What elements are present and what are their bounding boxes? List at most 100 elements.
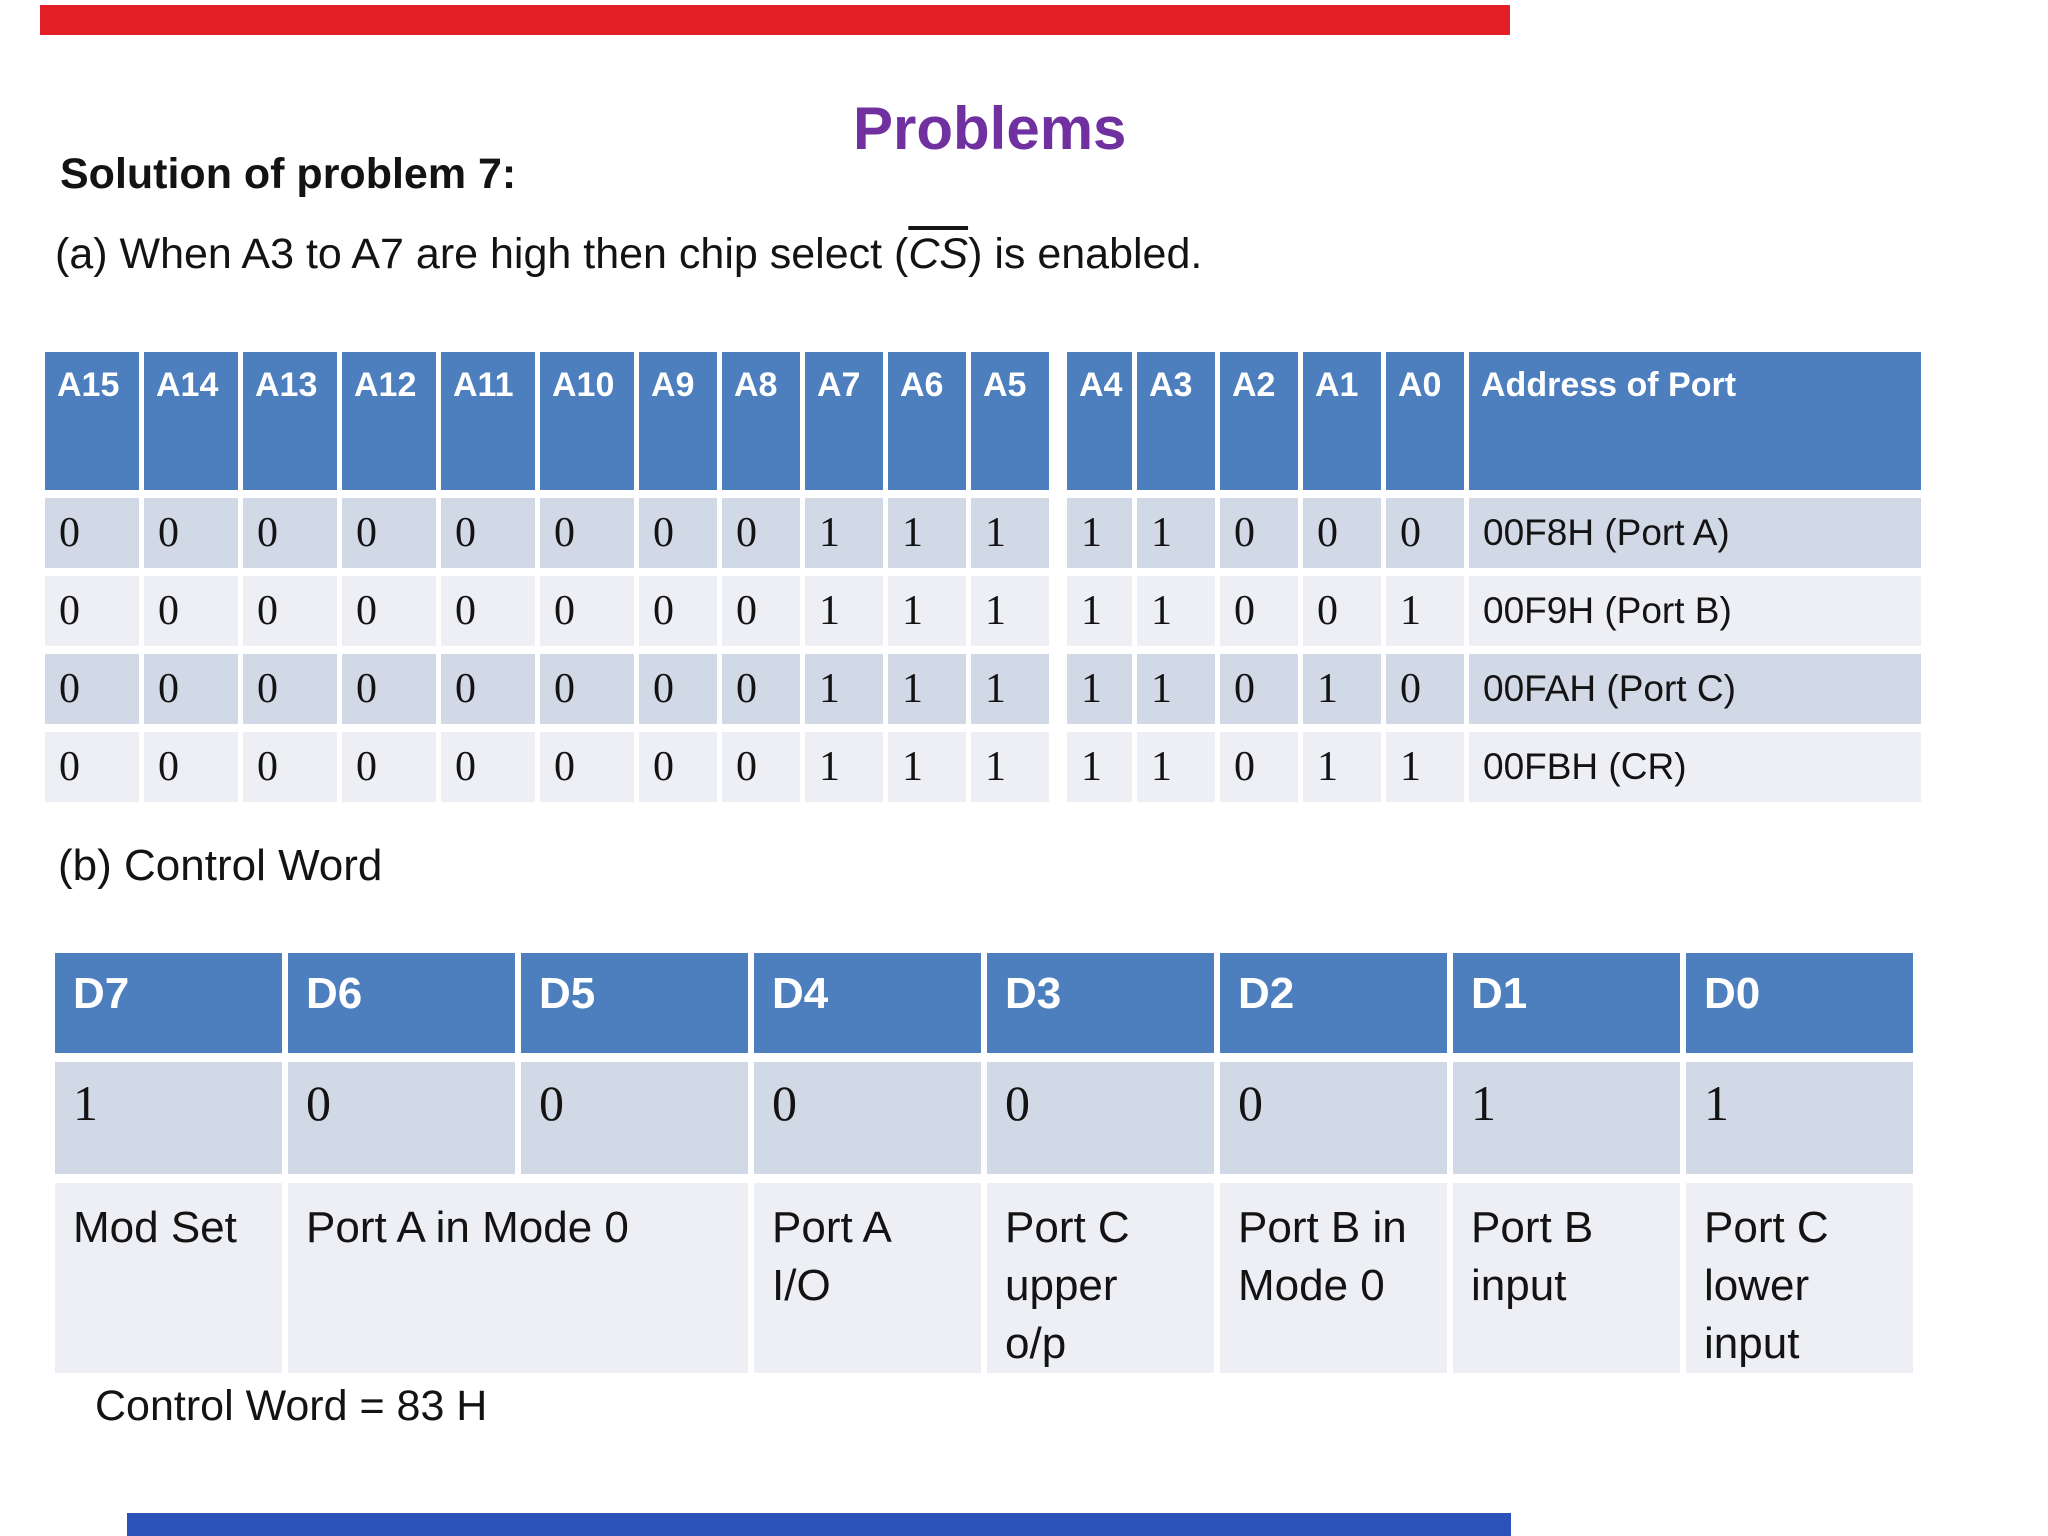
bit-cell: 1 (1303, 654, 1381, 724)
bit-cell: 0 (1220, 732, 1298, 802)
address-cell: 00F8H (Port A) (1469, 498, 1921, 568)
bit-cell: 1 (1137, 654, 1215, 724)
bit-cell: 0 (639, 576, 717, 646)
control-bit-label-cell: Mod Set (55, 1183, 282, 1374)
d-bit-column-header: D6 (288, 953, 515, 1053)
bit-cell: 0 (1303, 576, 1381, 646)
bit-cell: 0 (342, 498, 436, 568)
bit-column-header: A7 (805, 352, 883, 490)
bit-cell: 0 (441, 654, 535, 724)
bit-cell: 1 (1137, 498, 1215, 568)
d-bit-column-header: D4 (754, 953, 981, 1053)
bit-cell: 0 (722, 654, 800, 724)
bit-cell: 0 (441, 732, 535, 802)
bit-cell: 0 (540, 498, 634, 568)
bit-cell: 0 (639, 654, 717, 724)
bit-cell: 0 (45, 732, 139, 802)
chip-select-overline: CS (908, 230, 969, 278)
bit-cell: 1 (888, 732, 966, 802)
bit-cell: 1 (1137, 576, 1215, 646)
bit-cell: 0 (540, 576, 634, 646)
control-bit-value-cell: 1 (1453, 1062, 1680, 1174)
bit-cell: 0 (45, 498, 139, 568)
d-bit-column-header: D3 (987, 953, 1214, 1053)
address-cell: 00F9H (Port B) (1469, 576, 1921, 646)
control-bit-label-cell: Port A in Mode 0 (288, 1183, 748, 1374)
bit-column-header: A4 (1054, 352, 1132, 490)
bit-cell: 0 (1303, 498, 1381, 568)
control-bit-value-cell: 1 (55, 1062, 282, 1174)
bit-cell: 1 (1054, 654, 1132, 724)
bit-column-header: A1 (1303, 352, 1381, 490)
bit-cell: 1 (1303, 732, 1381, 802)
bit-column-header: A15 (45, 352, 139, 490)
bit-cell: 1 (805, 732, 883, 802)
bit-column-header: A14 (144, 352, 238, 490)
bottom-blue-bar (127, 1513, 1511, 1536)
bit-cell: 0 (45, 654, 139, 724)
bit-cell: 0 (1220, 498, 1298, 568)
d-bit-column-header: D2 (1220, 953, 1447, 1053)
bit-cell: 0 (441, 576, 535, 646)
control-bit-label-cell: Port A I/O (754, 1183, 981, 1374)
bit-cell: 0 (243, 732, 337, 802)
bit-cell: 0 (144, 654, 238, 724)
bit-cell: 0 (144, 498, 238, 568)
bit-cell: 1 (805, 576, 883, 646)
bit-cell: 1 (971, 654, 1049, 724)
bit-cell: 1 (1054, 498, 1132, 568)
address-cell: 00FBH (CR) (1469, 732, 1921, 802)
bit-cell: 0 (441, 498, 535, 568)
bit-cell: 0 (639, 732, 717, 802)
bit-cell: 0 (144, 732, 238, 802)
bit-cell: 0 (144, 576, 238, 646)
control-bit-value-cell: 1 (1686, 1062, 1913, 1174)
bit-column-header: A8 (722, 352, 800, 490)
bit-cell: 1 (888, 576, 966, 646)
bit-cell: 1 (805, 498, 883, 568)
bit-column-header: A11 (441, 352, 535, 490)
bit-column-header: A5 (971, 352, 1049, 490)
bit-cell: 0 (722, 732, 800, 802)
bit-column-header: A2 (1220, 352, 1298, 490)
bit-column-header: A9 (639, 352, 717, 490)
bit-cell: 1 (805, 654, 883, 724)
control-bit-label-cell: Port C upper o/p (987, 1183, 1214, 1374)
statement-a-suffix: ) is enabled. (968, 230, 1203, 278)
bit-cell: 0 (342, 732, 436, 802)
bit-cell: 0 (1386, 654, 1464, 724)
address-cell: 00FAH (Port C) (1469, 654, 1921, 724)
bit-cell: 0 (1220, 654, 1298, 724)
control-bit-value-cell: 0 (521, 1062, 748, 1174)
bit-cell: 0 (243, 576, 337, 646)
address-of-port-header: Address of Port (1469, 352, 1921, 490)
control-bit-label-cell: Port B in Mode 0 (1220, 1183, 1447, 1374)
d-bit-column-header: D7 (55, 953, 282, 1053)
bit-cell: 0 (243, 498, 337, 568)
control-bit-value-cell: 0 (288, 1062, 515, 1174)
bit-cell: 0 (1220, 576, 1298, 646)
control-bit-label-cell: Port C lower input (1686, 1183, 1913, 1374)
bit-column-header: A6 (888, 352, 966, 490)
statement-a: (a) When A3 to A7 are high then chip sel… (55, 230, 1202, 279)
bit-cell: 0 (540, 732, 634, 802)
bit-cell: 0 (45, 576, 139, 646)
bit-cell: 1 (971, 576, 1049, 646)
bit-cell: 0 (342, 654, 436, 724)
control-bit-value-cell: 0 (987, 1062, 1214, 1174)
d-bit-column-header: D5 (521, 953, 748, 1053)
d-bit-column-header: D1 (1453, 953, 1680, 1053)
control-bit-label-cell: Port B input (1453, 1183, 1680, 1374)
bit-cell: 0 (639, 498, 717, 568)
bit-cell: 0 (540, 654, 634, 724)
bit-cell: 0 (722, 498, 800, 568)
bit-cell: 0 (243, 654, 337, 724)
